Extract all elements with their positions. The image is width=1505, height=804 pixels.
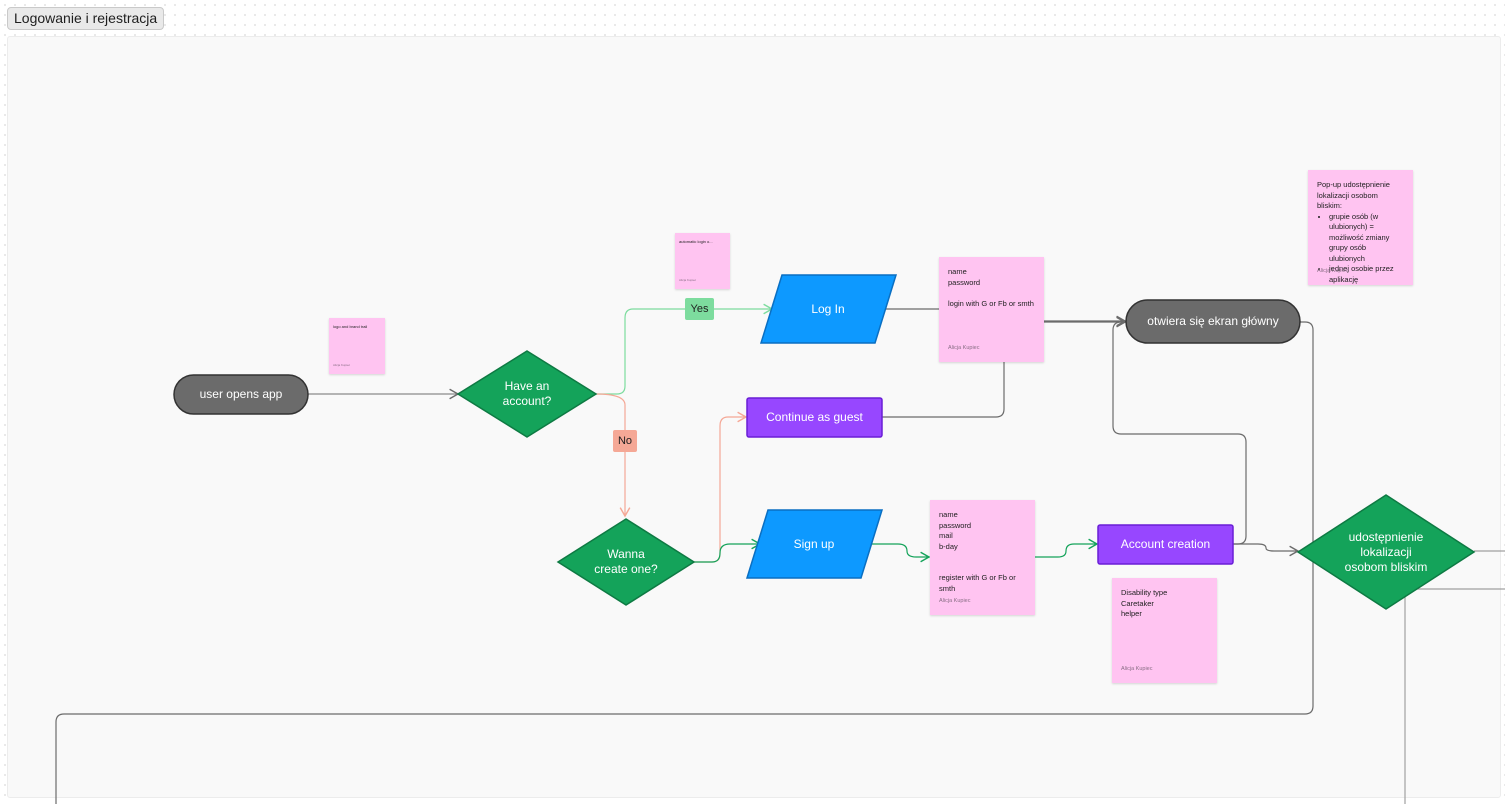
yes-tag[interactable]: Yes bbox=[685, 298, 714, 320]
sticky-signup-fields[interactable]: name password mail b-day register with G… bbox=[930, 500, 1035, 615]
sticky-popup-item: grupie osób (w ulubionych) = możliwość z… bbox=[1329, 212, 1404, 265]
sticky-logo[interactable]: logo and brand trail Alicja Kupiec bbox=[329, 318, 385, 374]
signup-io bbox=[745, 509, 884, 579]
sticky-account-fields-text: Disability type Caretaker helper bbox=[1121, 588, 1168, 618]
connector-share-right-2 bbox=[1404, 588, 1505, 804]
sticky-logo-text: logo and brand trail bbox=[333, 324, 368, 329]
connector-form-to-account bbox=[1035, 538, 1099, 558]
have-account-decision bbox=[456, 350, 598, 438]
section-title[interactable]: Logowanie i rejestracja bbox=[7, 7, 165, 30]
sticky-popup-author: Alicja Kupiec bbox=[1317, 267, 1349, 274]
sticky-login-fields-text: name password login with G or Fb or smth bbox=[948, 267, 1034, 308]
connector-create-to-signup bbox=[694, 538, 762, 563]
sticky-signup-fields-author: Alicja Kupiec bbox=[939, 597, 971, 604]
sticky-auto-login-author: Alicja Kupiec bbox=[679, 277, 697, 282]
connector-main-loop bbox=[55, 321, 1314, 804]
sticky-popup-intro: Pop-up udostępnienie lokalizacji osobom … bbox=[1317, 180, 1390, 210]
connector-signup-to-form bbox=[869, 543, 931, 563]
sticky-popup-item: jednej osobie przez aplikację bbox=[1329, 264, 1404, 285]
connector-no-to-create bbox=[595, 393, 631, 518]
sticky-auto-login[interactable]: automatic login o... Alicja Kupiec bbox=[675, 233, 730, 289]
account-creation-process bbox=[1097, 524, 1234, 565]
wanna-create-decision bbox=[556, 518, 696, 606]
sticky-auto-login-text: automatic login o... bbox=[679, 239, 713, 244]
sticky-popup-list: grupie osób (w ulubionych) = możliwość z… bbox=[1317, 212, 1404, 286]
login-io bbox=[759, 274, 898, 344]
main-screen-terminal bbox=[1125, 299, 1301, 344]
sticky-account-fields-author: Alicja Kupiec bbox=[1121, 665, 1153, 672]
no-tag[interactable]: No bbox=[613, 430, 637, 452]
sticky-account-fields[interactable]: Disability type Caretaker helper Alicja … bbox=[1112, 578, 1217, 683]
guest-process bbox=[746, 397, 883, 438]
sticky-login-fields[interactable]: name password login with G or Fb or smth… bbox=[939, 257, 1044, 362]
connector-yes-to-login bbox=[596, 303, 774, 395]
sticky-logo-author: Alicja Kupiec bbox=[333, 362, 351, 367]
sticky-login-fields-author: Alicja Kupiec bbox=[948, 344, 980, 351]
sticky-signup-fields-text: name password mail b-day register with G… bbox=[939, 510, 1016, 593]
sticky-popup[interactable]: Pop-up udostępnienie lokalizacji osobom … bbox=[1308, 170, 1413, 285]
connector-account-to-share bbox=[1233, 543, 1300, 557]
connector-create-to-guest bbox=[694, 411, 748, 563]
sticky-popup-body: Pop-up udostępnienie lokalizacji osobom … bbox=[1308, 170, 1413, 285]
share-location-decision bbox=[1296, 494, 1476, 610]
start-terminal bbox=[173, 374, 309, 415]
connector-account-to-main bbox=[1112, 316, 1247, 545]
